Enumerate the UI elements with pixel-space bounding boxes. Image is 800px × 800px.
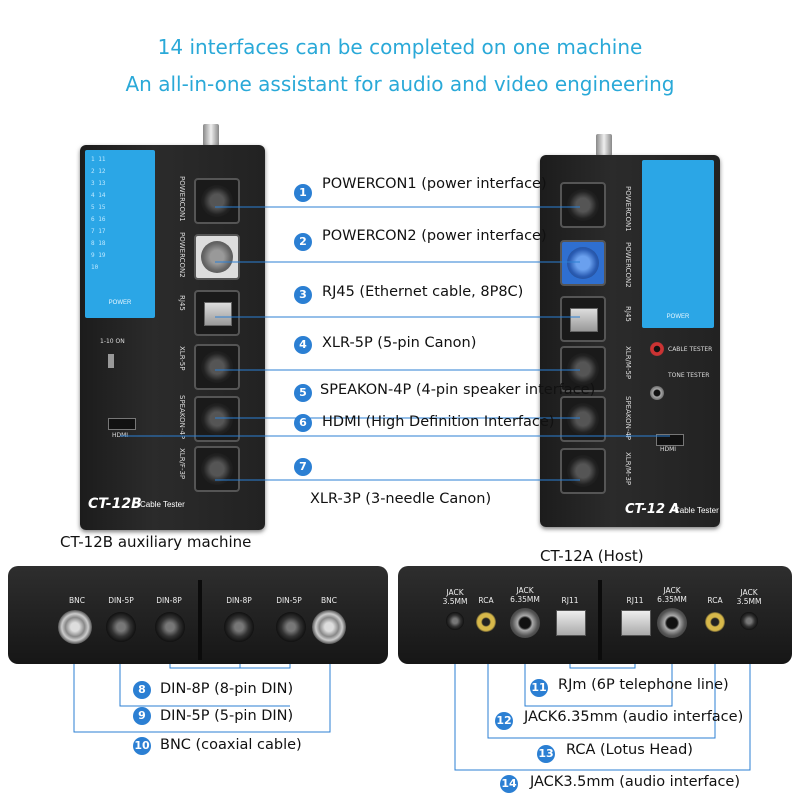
ct12b-lcd: 1 11 2 12 3 13 4 14 5 15 6 16 7 17 8 18 … [85, 150, 155, 318]
ct12b-model-suffix: Cable Tester [140, 500, 185, 509]
leader-line-10 [73, 628, 331, 733]
ct12a-lcd: POWER [642, 160, 714, 328]
callout-text-9: DIN-5P (5-pin DIN) [160, 708, 294, 724]
callout-text-1: POWERCON1 (power interface) [322, 176, 547, 192]
ct12b-hdmi-port [108, 418, 136, 430]
ct12b-switch[interactable] [108, 354, 114, 368]
ct12a-power-label: POWER [666, 314, 690, 320]
bottom-left-label-4: DIN-8P [226, 596, 252, 605]
bottom-left-label-5: DIN-5P [276, 596, 302, 605]
ct12a-model-suffix: Cable Tester [674, 506, 719, 515]
ct12b-speakon-port [194, 396, 240, 442]
callout-badge-11: 11 [530, 679, 548, 697]
ct12b-powercon1-port [194, 178, 240, 224]
ct12b-switch-text: 1-10 ON [100, 338, 125, 345]
jack635-right-port [657, 608, 687, 638]
bottom-right-label-1: JACK 3.5MM [442, 588, 468, 606]
bottom-left-label-2: DIN-5P [108, 596, 134, 605]
callout-text-5: SPEAKON-4P (4-pin speaker interface) [320, 382, 596, 398]
ct12a-hdmi-label: HDMI [660, 446, 677, 453]
callout-badge-7: 7 [294, 458, 312, 476]
callout-badge-2: 2 [294, 233, 312, 251]
bottom-right-label-3: JACK 6.35MM [510, 586, 540, 604]
bottom-right-label-4: RJ11 [561, 596, 579, 605]
bottom-left-label-6: BNC [321, 596, 337, 605]
bnc-right-port [312, 610, 346, 644]
callout-text-14: JACK3.5mm (audio interface) [530, 774, 741, 790]
callout-text-12: JACK6.35mm (audio interface) [524, 709, 744, 725]
ct12a-rj45-port [560, 296, 606, 342]
jack35-right-port [740, 612, 758, 630]
callout-badge-5: 5 [294, 384, 312, 402]
bnc-top-connector [203, 124, 219, 146]
ct12a-cable-tester-text: CABLE TESTER [668, 346, 713, 353]
bottom-right-label-7: RCA [707, 596, 723, 605]
leader-line-14 [454, 626, 751, 771]
callout-text-2: POWERCON2 (power interface) [322, 228, 547, 244]
callout-text-13: RCA (Lotus Head) [566, 742, 693, 758]
ct12b-xlr3p-port [194, 446, 240, 492]
din5p-right-port [276, 612, 306, 642]
rj11-left-port [556, 610, 586, 636]
callout-text-10: BNC (coaxial cable) [160, 737, 302, 753]
callout-text-4: XLR-5P (5-pin Canon) [322, 335, 477, 351]
ct12b-powercon2-port [194, 234, 240, 280]
callout-badge-13: 13 [537, 745, 555, 763]
ct12a-xlr3p-port [560, 448, 606, 494]
bnc-top-connector-right [596, 134, 612, 156]
ct12a-rca-front [650, 342, 664, 356]
bottom-right-label-6: JACK 6.35MM [657, 586, 687, 604]
callout-badge-14: 14 [500, 775, 518, 793]
ct12a-speakon-port [560, 396, 606, 442]
ct12a-hdmi-port [656, 434, 684, 446]
ct12b-power-label: POWER [108, 300, 132, 306]
callout-badge-8: 8 [133, 681, 151, 699]
callout-text-7: XLR-3P (3-needle Canon) [310, 491, 492, 507]
bottom-left-label-1: BNC [69, 596, 85, 605]
callout-text-11: RJm (6P telephone line) [558, 677, 729, 693]
callout-badge-4: 4 [294, 336, 312, 354]
ct12a-powercon2-port [560, 240, 606, 286]
jack35-left-port [446, 612, 464, 630]
callout-badge-12: 12 [495, 712, 513, 730]
headline-line-2: An all-in-one assistant for audio and vi… [125, 72, 675, 96]
callout-badge-10: 10 [133, 737, 151, 755]
din8p-left-port [155, 612, 185, 642]
ct12a-tone-tester-text: TONE TESTER [668, 372, 710, 379]
bottom-right-label-2: RCA [478, 596, 494, 605]
din8p-right-port [224, 612, 254, 642]
ct12b-xlr5p-port [194, 344, 240, 390]
callout-text-8: DIN-8P (8-pin DIN) [160, 681, 294, 697]
bottom-left-label-3: DIN-8P [156, 596, 182, 605]
callout-badge-6: 6 [294, 414, 312, 432]
ct12b-rj45-port [194, 290, 240, 336]
ct12a-bottom-view [398, 566, 792, 664]
rca-right-port [705, 612, 725, 632]
bottom-right-label-8: JACK 3.5MM [736, 588, 762, 606]
leader-line-13 [487, 626, 716, 739]
callout-badge-3: 3 [294, 286, 312, 304]
bottom-right-label-5: RJ11 [626, 596, 644, 605]
bnc-left-port [58, 610, 92, 644]
ct12b-caption: CT-12B auxiliary machine [60, 533, 252, 551]
jack635-left-port [510, 608, 540, 638]
ct12a-jack-front [650, 386, 664, 400]
headline-line-1: 14 interfaces can be completed on one ma… [157, 35, 643, 59]
callout-badge-1: 1 [294, 184, 312, 202]
leader-line-12 [524, 628, 673, 707]
din5p-left-port [106, 612, 136, 642]
ct12a-powercon1-port [560, 182, 606, 228]
ct12a-model: CT-12 A [625, 502, 680, 517]
rca-left-port [476, 612, 496, 632]
ct12a-xlr5p-port [560, 346, 606, 392]
ct12a-caption: CT-12A (Host) [540, 547, 644, 565]
callout-text-3: RJ45 (Ethernet cable, 8P8C) [322, 284, 524, 300]
callout-text-6: HDMI (High Definition Interface) [322, 414, 555, 430]
ct12b-model: CT-12B [88, 496, 142, 512]
callout-badge-9: 9 [133, 707, 151, 725]
rj11-right-port [621, 610, 651, 636]
